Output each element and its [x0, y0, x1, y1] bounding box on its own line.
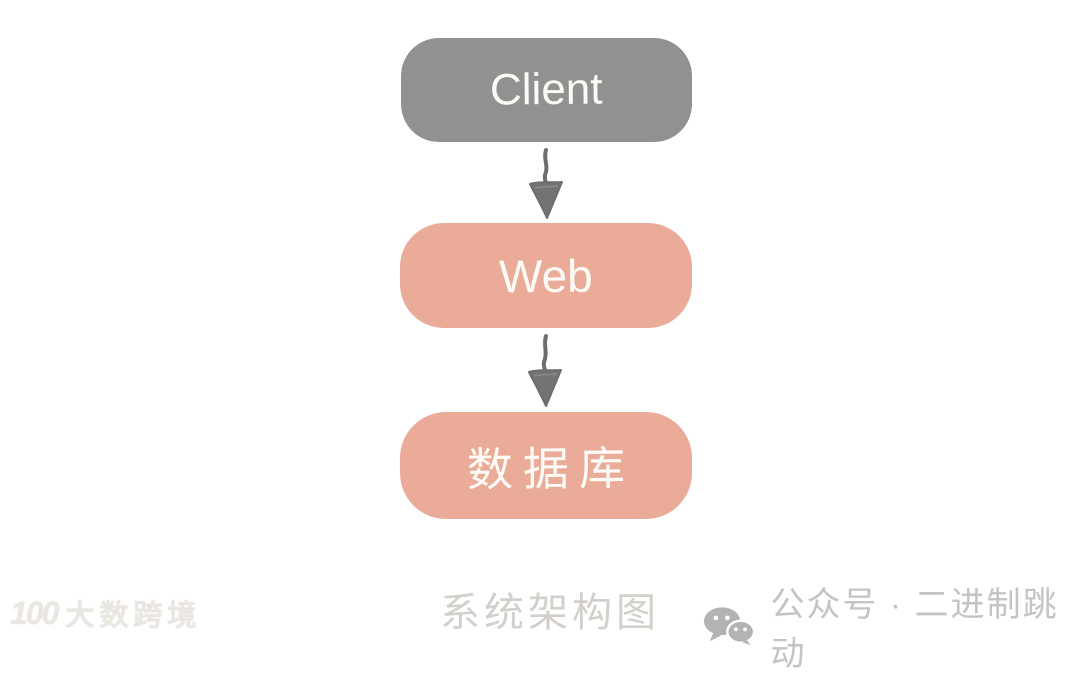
- arrow-web-to-database: [525, 333, 565, 409]
- arrow-client-to-web: [526, 147, 566, 221]
- node-database-label: 数据库: [466, 441, 636, 496]
- node-web: Web: [400, 223, 692, 328]
- down-arrow-icon: [529, 148, 563, 219]
- node-database: 数据库: [400, 412, 692, 519]
- diagram-canvas: Client Web 数据库 系统架构图: [10, 38, 1057, 673]
- watermark-text: 大数跨境: [65, 600, 202, 632]
- wechat-branding: 公众号 · 二进制跳动: [703, 577, 1080, 675]
- node-client-label: Client: [490, 64, 603, 115]
- watermark: 100 大数跨境: [10, 592, 201, 634]
- wechat-icon: [703, 607, 756, 646]
- down-arrow-icon: [528, 334, 562, 407]
- node-client: Client: [401, 38, 692, 142]
- watermark-logo: 100: [10, 594, 59, 631]
- diagram-caption: 系统架构图: [440, 591, 660, 635]
- node-web-label: Web: [498, 249, 594, 302]
- wechat-account-label: 公众号 · 二进制跳动: [770, 586, 1059, 673]
